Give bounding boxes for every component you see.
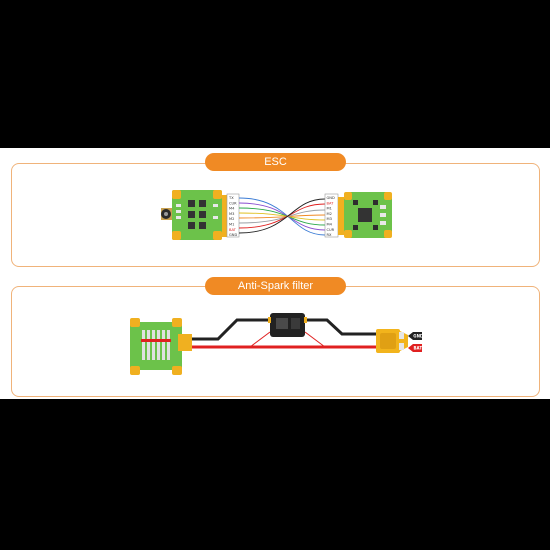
signal-wires [238, 197, 326, 236]
fc-pin-6: BAT [229, 228, 237, 232]
esc-pin-3: M2 [327, 212, 332, 216]
antispark-filter-module [268, 313, 307, 337]
fc-pin-7: GND [229, 233, 237, 237]
fc-pin-2: M4 [229, 207, 235, 211]
xt60-connector [376, 329, 408, 353]
fc-pin-header [226, 193, 240, 238]
fc-board-antispark [130, 318, 192, 375]
fc-pin-5: M1 [229, 223, 234, 227]
esc-board [338, 192, 392, 238]
antispark-section-title: Anti-Spark filter [205, 277, 346, 295]
esc-section-title: ESC [205, 153, 346, 171]
fc-pin-1: CUR [229, 201, 237, 205]
esc-pin-5: M4 [327, 223, 333, 227]
filter-red-lead-right [304, 331, 326, 348]
fc-pin-3: M3 [229, 212, 234, 216]
flight-controller-board [172, 190, 227, 240]
esc-pin-7: RX [327, 233, 332, 237]
esc-pin-2: M1 [327, 207, 332, 211]
fc-pin-labels: TX CUR M4 M3 M2 M1 BAT GND [228, 196, 237, 237]
esc-pin-4: M3 [327, 217, 332, 221]
wire-gnd [238, 198, 326, 234]
capacitor [161, 208, 172, 220]
esc-pin-1: BAT [327, 201, 335, 205]
black-wire-filter-xt60 [305, 318, 376, 336]
esc-pin-0: GND [327, 196, 335, 200]
esc-pin-6: CUR [327, 228, 335, 232]
bat-arrow: BAT [408, 344, 422, 352]
fc-pin-0: TX [228, 196, 234, 200]
power-wires [190, 318, 376, 349]
bat-label: BAT [414, 346, 423, 351]
esc-pin-labels: GND BAT M1 M2 M3 M4 CUR RX [327, 196, 335, 237]
black-wire-fc-filter [190, 318, 270, 341]
fc-pin-4: M2 [229, 217, 234, 221]
gnd-label: GND [413, 334, 424, 339]
filter-red-lead-left [249, 331, 271, 348]
gnd-arrow: GND [408, 332, 424, 340]
